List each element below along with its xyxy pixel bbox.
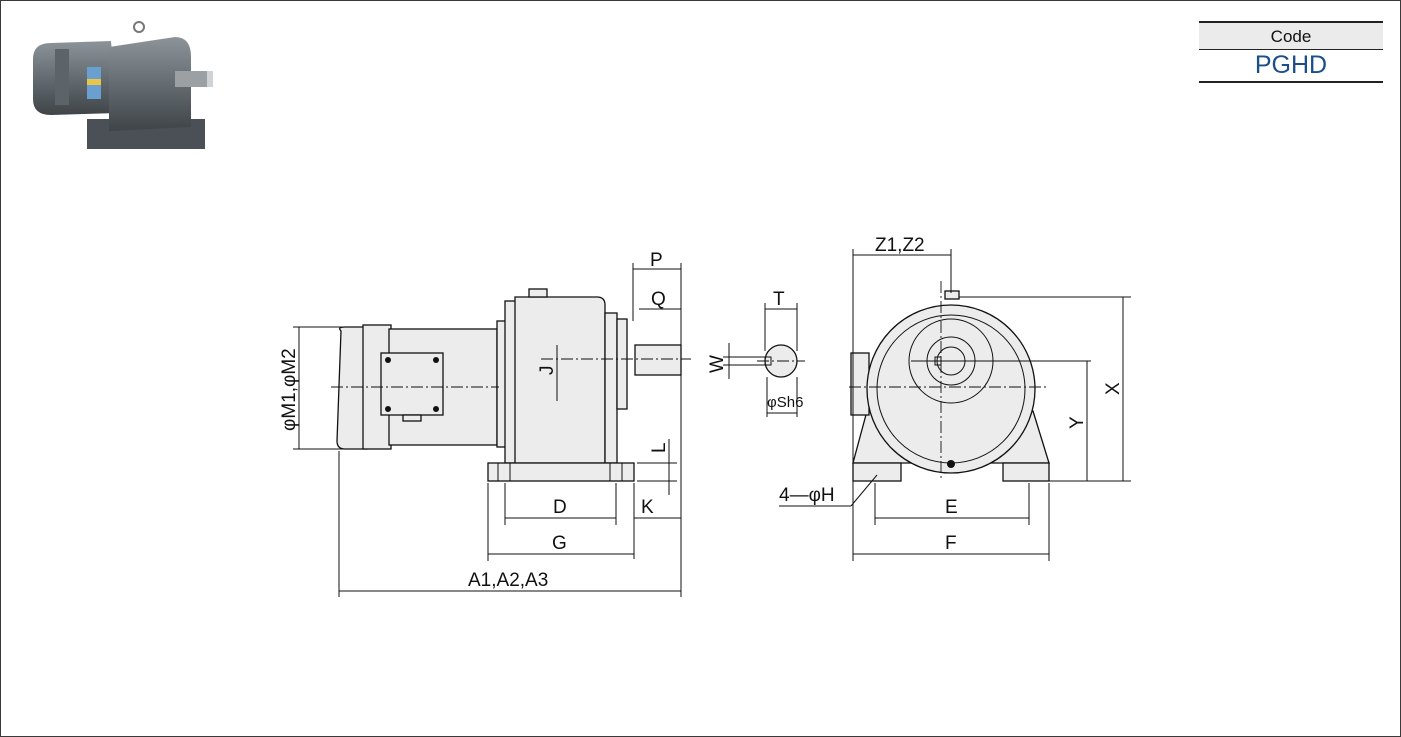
side-dimensions: P Q J L D K G bbox=[279, 250, 682, 597]
front-view bbox=[849, 281, 1091, 482]
dim-Z: Z1,Z2 bbox=[875, 235, 925, 256]
shaft-section: T W φSh6 bbox=[707, 289, 805, 417]
dim-H: 4—φH bbox=[779, 485, 835, 506]
dim-K: K bbox=[641, 497, 654, 518]
dim-D: D bbox=[553, 497, 567, 518]
dim-Y: Y bbox=[1067, 416, 1088, 429]
dim-P: P bbox=[650, 250, 663, 271]
dim-X: X bbox=[1103, 382, 1124, 395]
dim-M: φM1,φM2 bbox=[279, 348, 300, 431]
dim-F: F bbox=[945, 533, 957, 554]
dim-A: A1,A2,A3 bbox=[468, 570, 548, 591]
gear-motor-photo bbox=[33, 21, 213, 149]
side-view bbox=[331, 288, 691, 482]
dim-S: φSh6 bbox=[767, 394, 803, 411]
dim-Q: Q bbox=[651, 289, 666, 310]
dim-T: T bbox=[773, 289, 785, 310]
dim-L: L bbox=[649, 442, 670, 453]
code-table: Code PGHD bbox=[1199, 21, 1383, 83]
code-value: PGHD bbox=[1199, 50, 1383, 83]
dim-J: J bbox=[537, 366, 558, 376]
dim-G: G bbox=[552, 533, 567, 554]
code-header: Code bbox=[1199, 21, 1383, 50]
front-dimensions: Z1,Z2 X Y 4—φH E F bbox=[779, 235, 1131, 561]
dim-E: E bbox=[945, 497, 958, 518]
dim-W: W bbox=[707, 355, 728, 373]
